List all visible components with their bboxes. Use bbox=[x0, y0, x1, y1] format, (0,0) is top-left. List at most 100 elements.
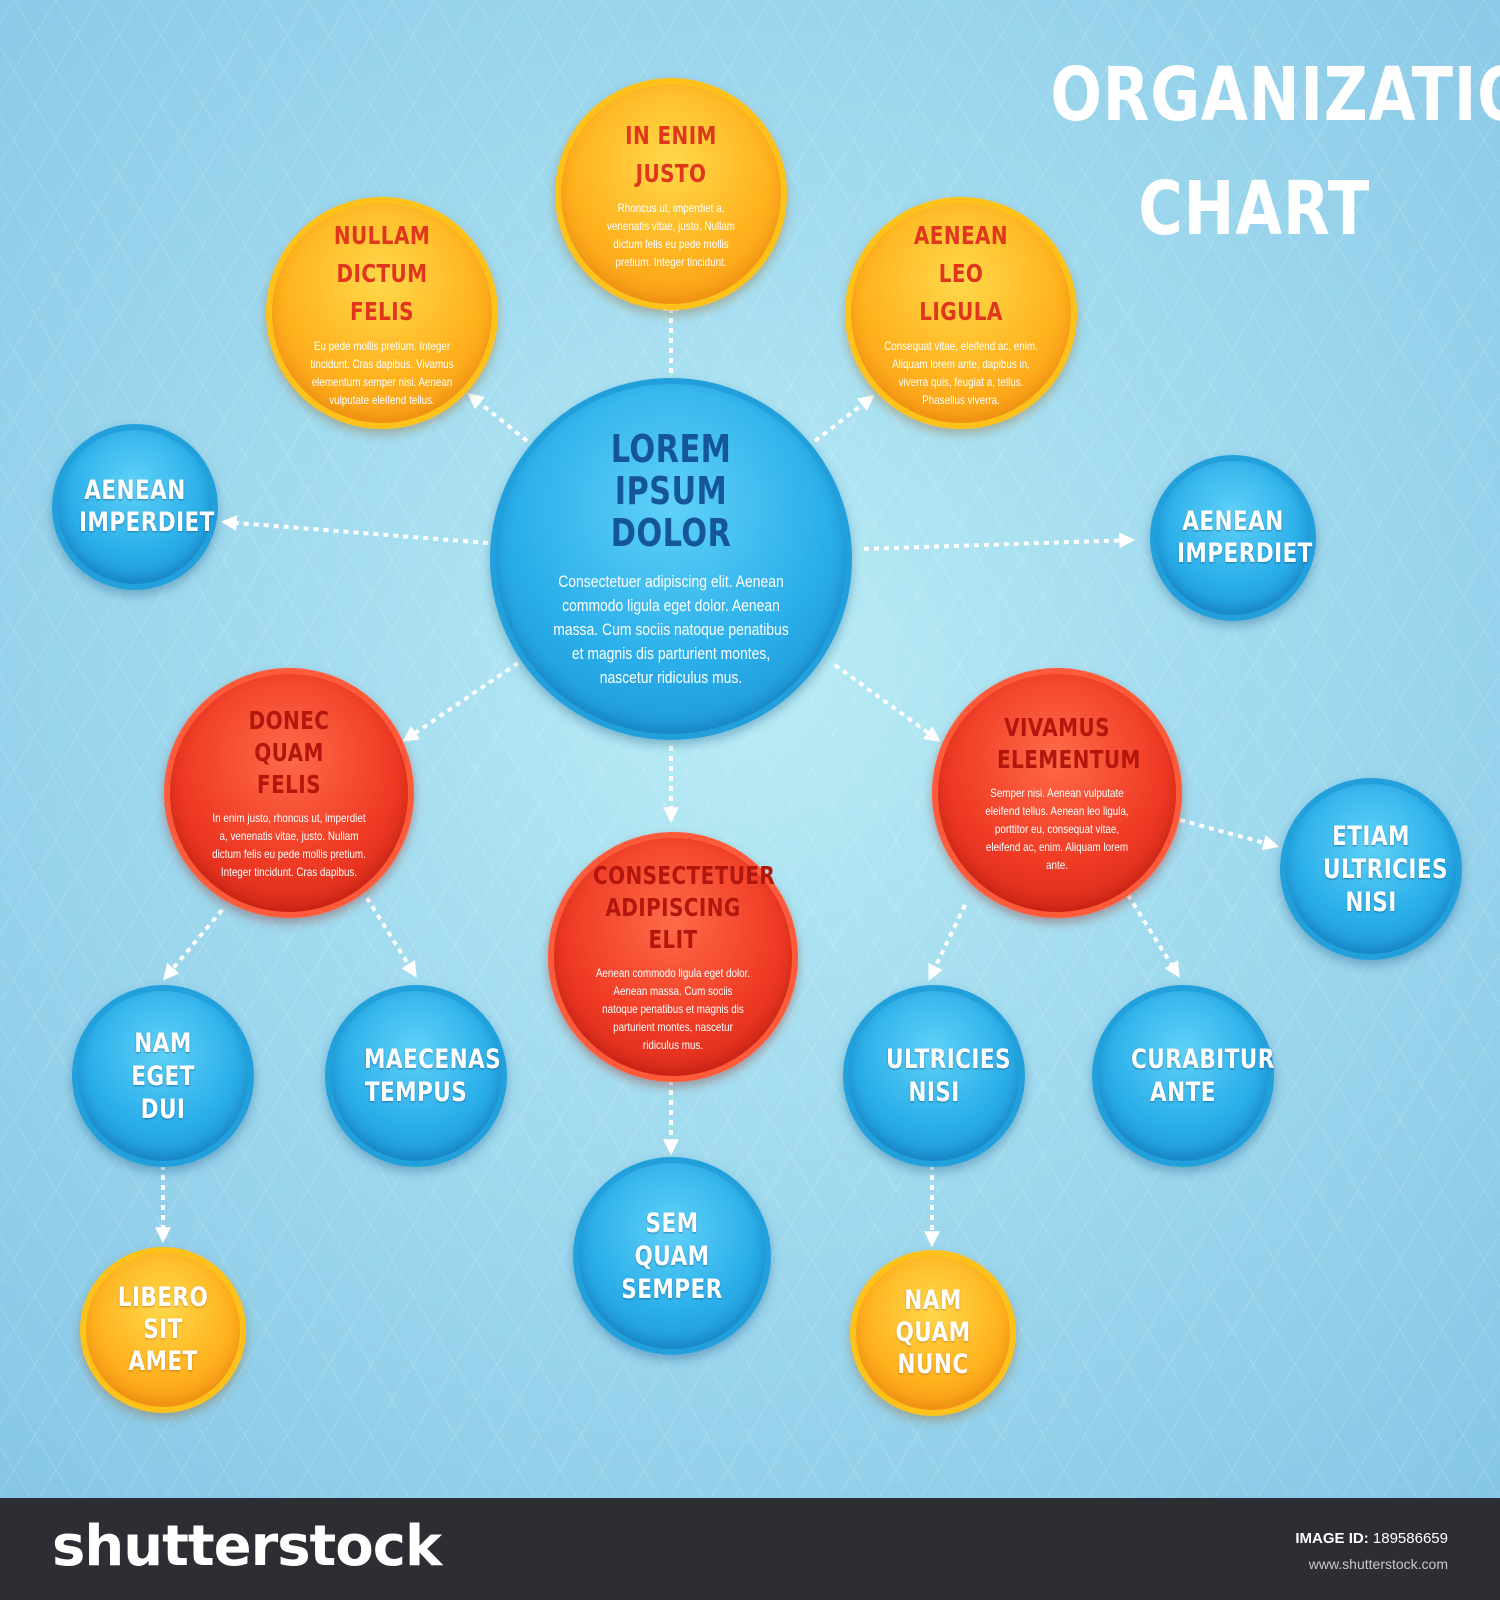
grid-line bbox=[1189, 0, 1500, 518]
node-title: NULLAM DICTUM FELIS bbox=[333, 221, 431, 326]
node-libero-sit-amet[interactable]: LIBERO SIT AMET bbox=[80, 1247, 246, 1413]
grid-line bbox=[0, 1235, 158, 1498]
grid-line bbox=[416, 0, 1317, 1498]
grid-line bbox=[374, 0, 1275, 1498]
arrow-mid-right-to-ultricies bbox=[928, 904, 967, 981]
grid-line bbox=[962, 602, 1500, 1498]
grid-line bbox=[80, 0, 981, 1498]
node-aenean-imperdiet-left[interactable]: AENEAN IMPERDIET bbox=[52, 424, 218, 590]
arrow-center-to-mid-left bbox=[402, 661, 520, 742]
grid-line bbox=[0, 0, 225, 375]
node-aenean-leo-ligula[interactable]: AENEAN LEO LIGULA Consequat vitae, eleif… bbox=[845, 197, 1077, 429]
grid-line bbox=[1130, 882, 1500, 1498]
node-lorem-ipsum-dolor[interactable]: LOREM IPSUM DOLOR Consectetuer adipiscin… bbox=[490, 378, 852, 740]
grid-line bbox=[1315, 0, 1500, 308]
node-description: Semper nisi. Aenean vulputate eleifend t… bbox=[985, 786, 1129, 872]
node-title: ULTRICIES NISI bbox=[886, 1044, 1011, 1108]
footer-bar: shutterstock IMAGE ID: 189586659 www.shu… bbox=[0, 1498, 1500, 1600]
node-title: ETIAM ULTRICIES NISI bbox=[1323, 820, 1448, 918]
grid-line bbox=[55, 0, 956, 1498]
node-title: DONEC QUAM FELIS bbox=[248, 706, 330, 799]
node-title: AENEAN IMPERDIET bbox=[79, 475, 215, 538]
grid-line bbox=[0, 1165, 200, 1498]
grid-line bbox=[0, 0, 267, 445]
connector-layer bbox=[155, 294, 1280, 1248]
node-title: SEM QUAM SEMPER bbox=[621, 1207, 723, 1305]
node-maecenas-tempus[interactable]: MAECENAS TEMPUS bbox=[325, 985, 507, 1167]
grid-line bbox=[1088, 812, 1500, 1498]
grid-line bbox=[0, 885, 368, 1498]
grid-line bbox=[920, 532, 1500, 1498]
grid-line bbox=[1340, 1232, 1500, 1498]
node-in-enim-justo[interactable]: IN ENIM JUSTO Rhoncus ut, imperdiet a, v… bbox=[555, 78, 787, 310]
grid-line bbox=[0, 1095, 242, 1498]
grid-line bbox=[0, 535, 578, 1498]
node-vivamus-elementum[interactable]: VIVAMUS ELEMENTUM Semper nisi. Aenean vu… bbox=[932, 668, 1182, 918]
image-id-value: 189586659 bbox=[1372, 1530, 1448, 1547]
arrow-center-to-mid-right bbox=[833, 663, 941, 742]
grid-line bbox=[1256, 1092, 1500, 1498]
grid-line bbox=[1172, 952, 1500, 1498]
grid-line bbox=[349, 0, 1250, 1498]
grid-line bbox=[836, 392, 1500, 1498]
grid-line bbox=[794, 322, 1500, 1498]
node-title: NAM EGET DUI bbox=[131, 1027, 195, 1125]
grid-line bbox=[332, 0, 1233, 1498]
arrow-mid-right-to-curabitur bbox=[1126, 893, 1180, 978]
grid-line bbox=[1063, 0, 1500, 728]
chart-title-line-2: CHART bbox=[1138, 166, 1371, 252]
node-description: Eu pede mollis pretium. Integer tincidun… bbox=[310, 339, 454, 407]
grid-line bbox=[0, 0, 309, 515]
grid-line bbox=[0, 0, 393, 655]
grid-line bbox=[1046, 742, 1500, 1498]
image-id: IMAGE ID: 189586659 bbox=[1295, 1530, 1448, 1547]
grid-line bbox=[878, 462, 1500, 1498]
node-description: Aenean commodo ligula eget dolor. Aenean… bbox=[595, 966, 751, 1052]
node-nam-eget-dui[interactable]: NAM EGET DUI bbox=[72, 985, 254, 1167]
shutterstock-logo: shutterstock bbox=[52, 1514, 442, 1579]
grid-line bbox=[0, 0, 351, 585]
grid-line bbox=[752, 252, 1500, 1498]
node-consectetuer-adipiscing-elit[interactable]: CONSECTETUER ADIPISCING ELIT Aenean comm… bbox=[548, 832, 798, 1082]
node-nullam-dictum-felis[interactable]: NULLAM DICTUM FELIS Eu pede mollis preti… bbox=[266, 197, 498, 429]
arrow-center-to-left bbox=[220, 515, 489, 545]
node-description: Rhoncus ut, imperdiet a, venenatis vitae… bbox=[607, 201, 735, 269]
image-id-label: IMAGE ID: bbox=[1295, 1530, 1369, 1547]
node-etiam-ultricies-nisi[interactable]: ETIAM ULTRICIES NISI bbox=[1280, 778, 1462, 960]
grid-line bbox=[97, 0, 998, 1498]
grid-line bbox=[1214, 1022, 1500, 1498]
node-title: VIVAMUS ELEMENTUM bbox=[997, 713, 1141, 774]
node-title: LIBERO SIT AMET bbox=[117, 1282, 209, 1377]
grid-line bbox=[38, 0, 939, 1498]
arrow-center-to-top-right bbox=[813, 395, 875, 443]
arrow-mid-right-to-far-right bbox=[1179, 818, 1280, 851]
arrow-center-to-right bbox=[863, 532, 1136, 551]
node-title: CURABITUR ANTE bbox=[1131, 1044, 1275, 1108]
node-curabitur-ante[interactable]: CURABITUR ANTE bbox=[1092, 985, 1274, 1167]
node-title: NAM QUAM NUNC bbox=[895, 1285, 971, 1380]
node-aenean-imperdiet-right[interactable]: AENEAN IMPERDIET bbox=[1150, 455, 1316, 621]
grid-line bbox=[1273, 0, 1500, 378]
node-description: Consectetuer adipiscing elit. Aenean com… bbox=[553, 572, 789, 687]
grid-line bbox=[1147, 0, 1500, 588]
grid-line bbox=[937, 0, 1500, 938]
node-sem-quam-semper[interactable]: SEM QUAM SEMPER bbox=[573, 1157, 771, 1355]
node-title: CONSECTETUER ADIPISCING ELIT bbox=[593, 861, 776, 954]
node-donec-quam-felis[interactable]: DONEC QUAM FELIS In enim justo, rhoncus … bbox=[164, 668, 414, 918]
grid-line bbox=[979, 0, 1500, 868]
node-nam-quam-nunc[interactable]: NAM QUAM NUNC bbox=[850, 1250, 1016, 1416]
grid-line bbox=[0, 0, 183, 305]
grid-line bbox=[1298, 1162, 1500, 1498]
site-url[interactable]: www.shutterstock.com bbox=[1308, 1556, 1448, 1572]
grid-line bbox=[0, 745, 452, 1498]
arrow-mid-left-to-maecenas bbox=[365, 896, 417, 978]
grid-line bbox=[1021, 0, 1500, 798]
grid-line bbox=[0, 675, 494, 1498]
node-description: Consequat vitae, eleifend ac, enim. Aliq… bbox=[884, 339, 1038, 407]
node-title: AENEAN IMPERDIET bbox=[1177, 506, 1313, 569]
grid-line bbox=[1105, 0, 1500, 658]
arrow-mid-left-to-nam-eget bbox=[162, 908, 224, 981]
grid-line bbox=[0, 605, 536, 1498]
node-ultricies-nisi[interactable]: ULTRICIES NISI bbox=[843, 985, 1025, 1167]
